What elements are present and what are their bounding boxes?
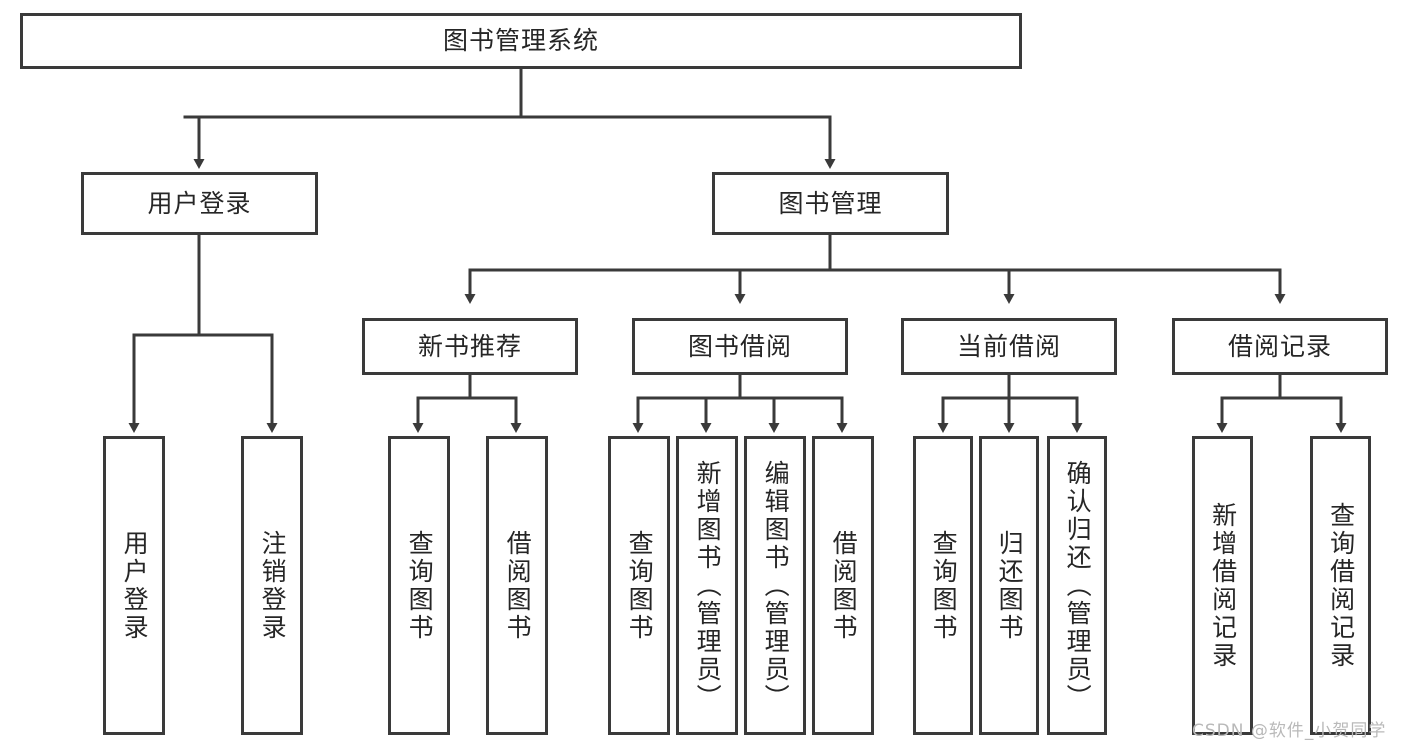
node-label: 查询借阅记录 bbox=[1326, 501, 1356, 670]
node-label: 注销登录 bbox=[258, 529, 288, 642]
node-label: 图书借阅 bbox=[687, 331, 792, 361]
node-label: 借阅记录 bbox=[1227, 331, 1332, 361]
leaf-newbook-borrow[interactable]: 借阅图书 bbox=[486, 436, 548, 735]
node-label: 新增图书（管理员） bbox=[693, 459, 723, 712]
leaf-currentborrow-query[interactable]: 查询图书 bbox=[913, 436, 973, 735]
node-label: 当前借阅 bbox=[956, 331, 1061, 361]
leaf-borrowrecord-add[interactable]: 新增借阅记录 bbox=[1192, 436, 1253, 735]
node-borrow-record[interactable]: 借阅记录 bbox=[1172, 318, 1388, 375]
leaf-user-login-signout[interactable]: 注销登录 bbox=[241, 436, 303, 735]
node-label: 用户登录 bbox=[120, 529, 150, 642]
node-label: 图书管理 bbox=[778, 188, 883, 218]
node-label: 图书管理系统 bbox=[442, 26, 599, 55]
leaf-bookborrow-add[interactable]: 新增图书（管理员） bbox=[676, 436, 738, 735]
leaf-bookborrow-borrow[interactable]: 借阅图书 bbox=[812, 436, 874, 735]
node-book-management[interactable]: 图书管理 bbox=[712, 172, 949, 235]
leaf-currentborrow-return[interactable]: 归还图书 bbox=[979, 436, 1039, 735]
node-label: 查询图书 bbox=[625, 529, 655, 642]
leaf-newbook-query[interactable]: 查询图书 bbox=[388, 436, 450, 735]
node-current-borrow[interactable]: 当前借阅 bbox=[901, 318, 1117, 375]
node-root-system[interactable]: 图书管理系统 bbox=[20, 13, 1022, 69]
node-label: 新增借阅记录 bbox=[1208, 501, 1238, 670]
leaf-borrowrecord-query[interactable]: 查询借阅记录 bbox=[1310, 436, 1371, 735]
node-label: 归还图书 bbox=[995, 529, 1025, 642]
leaf-bookborrow-query[interactable]: 查询图书 bbox=[608, 436, 670, 735]
node-user-login[interactable]: 用户登录 bbox=[81, 172, 318, 235]
node-label: 新书推荐 bbox=[417, 331, 522, 361]
leaf-bookborrow-edit[interactable]: 编辑图书（管理员） bbox=[744, 436, 806, 735]
node-label: 编辑图书（管理员） bbox=[761, 459, 791, 712]
node-label: 借阅图书 bbox=[829, 529, 859, 642]
node-label: 用户登录 bbox=[147, 188, 252, 218]
node-new-book-recommend[interactable]: 新书推荐 bbox=[362, 318, 578, 375]
node-label: 借阅图书 bbox=[503, 529, 533, 642]
node-label: 查询图书 bbox=[405, 529, 435, 642]
leaf-user-login-signin[interactable]: 用户登录 bbox=[103, 436, 165, 735]
leaf-currentborrow-confirm[interactable]: 确认归还（管理员） bbox=[1047, 436, 1107, 735]
node-book-borrow[interactable]: 图书借阅 bbox=[632, 318, 848, 375]
node-label: 查询图书 bbox=[929, 529, 959, 642]
watermark-csdn: CSDN @软件_小贺同学 bbox=[1192, 721, 1387, 741]
node-label: 确认归还（管理员） bbox=[1063, 459, 1093, 712]
